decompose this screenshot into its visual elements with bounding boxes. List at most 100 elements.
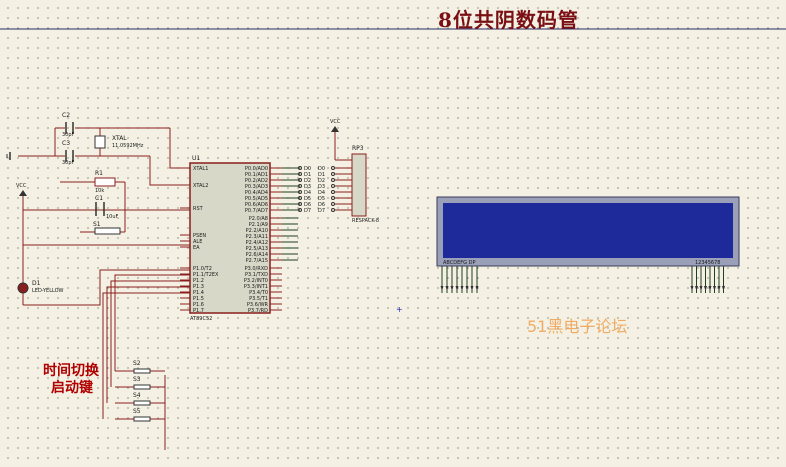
mcu-pin-label: P0.3/AD3	[245, 184, 268, 190]
note-line-2: 启动键	[51, 380, 93, 396]
switch-label: S5	[133, 408, 141, 415]
r1-body	[94, 177, 116, 187]
mcu-pin-label: P3.2/INT0	[244, 278, 268, 284]
mcu-pin-label: P1.2	[193, 278, 204, 284]
crystal-label: XTAL	[112, 135, 127, 142]
rp3-body	[351, 153, 367, 217]
p0-bus	[331, 126, 367, 217]
mcu-pin-label: EA	[193, 245, 200, 251]
net-terminal-icon	[298, 202, 302, 206]
net-terminal-icon	[331, 178, 335, 182]
switch-body	[133, 416, 151, 422]
switch-label: S2	[133, 360, 141, 367]
c1-label: C1	[95, 195, 103, 202]
mcu-pin-label: P2.1/A9	[249, 222, 268, 228]
bus-label: D1	[318, 172, 325, 178]
switch-label: S3	[133, 376, 141, 383]
bus-label: D3	[304, 184, 311, 190]
crystal-value: 11.0592MHz	[112, 143, 144, 149]
mcu-pin-label: P1.3	[193, 284, 204, 290]
bus-label: D4	[304, 190, 311, 196]
mcu-pin-label: P3.6/WR	[247, 302, 269, 308]
bus-label: D2	[304, 178, 311, 184]
c2-label: C2	[62, 112, 70, 119]
display-screen	[443, 203, 733, 258]
mcu-pin-label: P2.5/A13	[246, 246, 268, 252]
net-terminal-icon	[298, 172, 302, 176]
net-terminal-icon	[331, 202, 335, 206]
mcu-pin-label: P1.1/T2EX	[193, 272, 219, 278]
s1-body	[94, 227, 121, 235]
cursor-marker: +	[396, 305, 403, 314]
mcu-pin-label: P0.2/AD2	[245, 178, 268, 184]
mcu-pin-label: P3.5/T1	[249, 296, 268, 302]
mcu-pin-label: P2.6/A14	[246, 252, 268, 258]
mcu-pin-label: P0.0/AD0	[245, 166, 268, 172]
vcc-arrow-icon	[19, 190, 27, 196]
mcu-pin-label: P3.7/RD	[248, 308, 268, 314]
vcc-arrow-icon	[331, 126, 339, 132]
mcu-pin-label: RST	[193, 206, 204, 212]
c2-value: 30pF	[62, 132, 75, 138]
bus-label: D7	[318, 208, 325, 214]
switch-label: S4	[133, 392, 141, 399]
mcu-pin-label: P1.5	[193, 296, 204, 302]
mcu-pin-label: P3.3/INT1	[244, 284, 268, 290]
crystal-body	[94, 135, 106, 149]
c3-value: 30pF	[62, 160, 75, 166]
mcu-pin-label: P0.7/AD7	[245, 208, 268, 214]
mcu-pin-label: P2.4/A12	[246, 240, 268, 246]
mcu-pin-label: P0.5/AD5	[245, 196, 268, 202]
mcu-pin-label: P1.4	[193, 290, 204, 296]
led-icon	[17, 282, 29, 294]
net-terminal-icon	[331, 208, 335, 212]
mcu-pin-label: XTAL1	[193, 166, 208, 172]
mcu-pin-label: ALE	[193, 239, 202, 245]
mcu-left-pins: XTAL1XTAL2RSTPSENALEEAP1.0/T2P1.1/T2EXP1…	[180, 166, 219, 314]
note-line-1: 时间切换	[43, 363, 99, 379]
mcu-pin-label: P1.7	[193, 308, 204, 314]
vcc-label-2: VCC	[330, 119, 341, 125]
bus-label: D4	[318, 190, 325, 196]
mcu-body	[189, 162, 271, 314]
watermark: 51黑电子论坛	[527, 317, 628, 336]
rp3-part: RESPACK-8	[352, 218, 379, 224]
oscillator-circuit	[6, 122, 190, 186]
led-ref: D1	[32, 280, 41, 287]
mcu-pin-label: P0.4/AD4	[245, 190, 268, 196]
net-terminal-icon	[331, 196, 335, 200]
mcu-pin-label: P2.0/A8	[249, 216, 268, 222]
mcu-pin-label: P1.6	[193, 302, 204, 308]
mcu-part: AT89C52	[190, 316, 212, 322]
mcu-pin-label: P2.3/A11	[246, 234, 268, 240]
r1-value: 10k	[95, 188, 104, 194]
mcu-chip: XTAL1XTAL2RSTPSENALEEAP1.0/T2P1.1/T2EXP1…	[180, 162, 352, 314]
display-seg-label: ABCDEFG DP	[443, 260, 475, 266]
page-title: 8位共阴数码管	[438, 8, 579, 32]
mcu-pin-label: P1.0/T2	[193, 266, 212, 272]
mcu-pin-label: P0.6/AD6	[245, 202, 268, 208]
bus-label: D3	[318, 184, 325, 190]
net-terminal-icon	[298, 178, 302, 182]
reset-circuit	[19, 177, 190, 290]
net-terminal-icon	[298, 208, 302, 212]
mcu-pin-label: P2.7/A15	[246, 258, 268, 264]
net-terminal-icon	[331, 184, 335, 188]
switch-body	[133, 384, 151, 390]
bus-label: D2	[318, 178, 325, 184]
bus-label: D7	[304, 208, 311, 214]
net-terminal-icon	[298, 166, 302, 170]
switch-body	[133, 368, 151, 374]
mcu-pin-label: P3.0/RXD	[245, 266, 269, 272]
mcu-pin-label: XTAL2	[193, 183, 208, 189]
c1-value: 10uF	[106, 214, 119, 220]
bus-label: D0	[318, 166, 325, 172]
led-circuit	[17, 269, 190, 306]
mcu-pin-label: P0.1/AD1	[245, 172, 268, 178]
bus-label: D5	[304, 196, 311, 202]
mcu-pin-label: P3.4/T0	[249, 290, 268, 296]
